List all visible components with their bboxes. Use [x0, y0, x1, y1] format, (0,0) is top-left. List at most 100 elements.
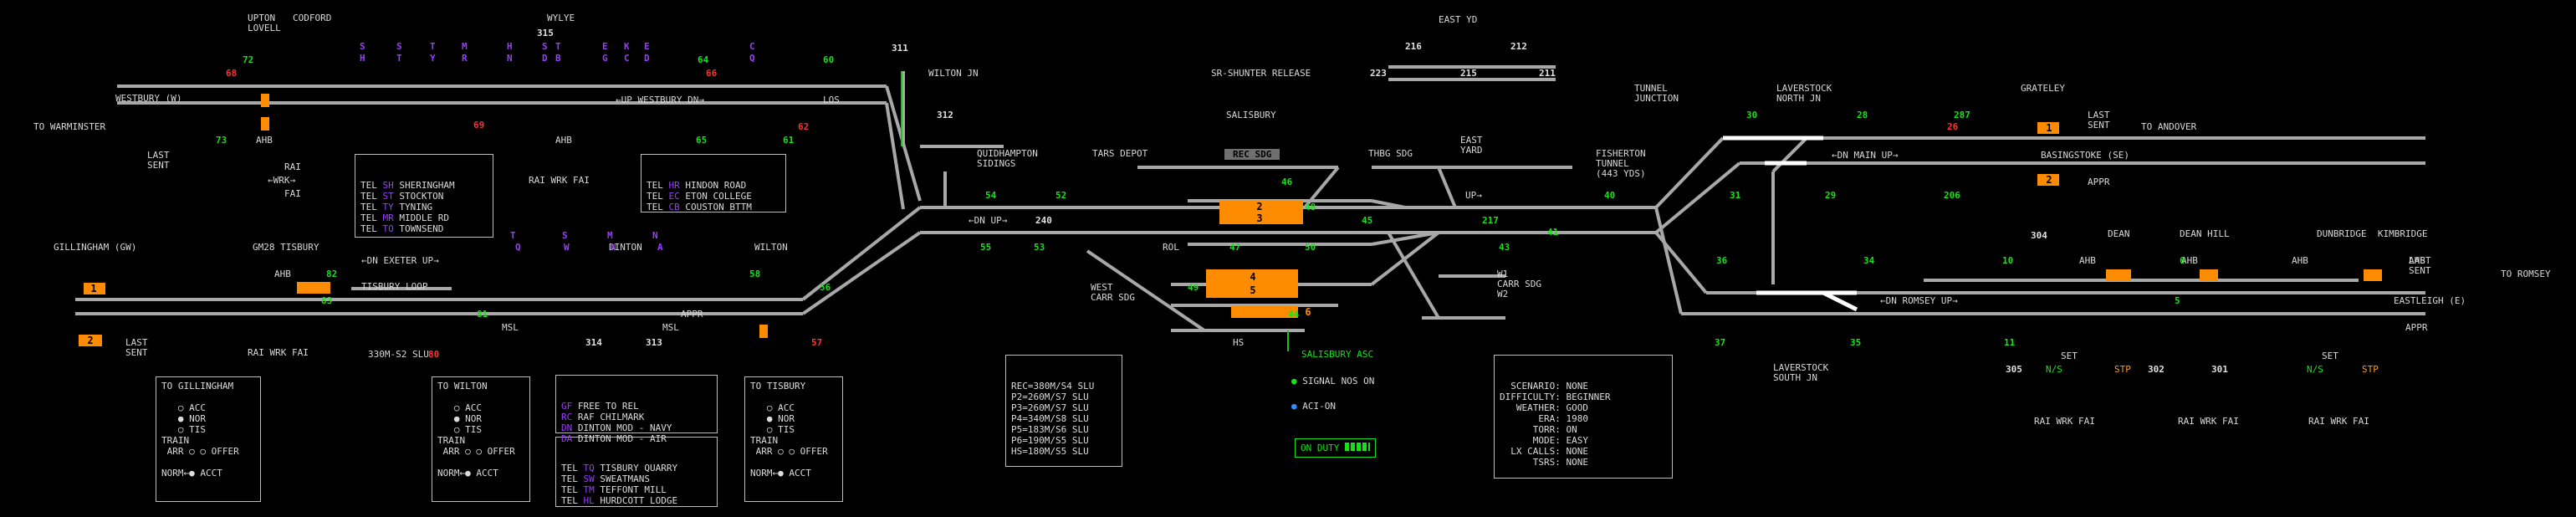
signal-28[interactable]: 28	[1857, 110, 1868, 120]
signal-73[interactable]: 73	[216, 135, 227, 146]
signal-311[interactable]: 311	[892, 43, 908, 54]
tel-row[interactable]: GF FREE TO REL	[561, 401, 712, 412]
tel-row[interactable]: TEL ST STOCKTON	[360, 191, 488, 202]
tel-row[interactable]: TEL MR MIDDLE RD	[360, 212, 488, 223]
signal-211[interactable]: 211	[1539, 68, 1556, 79]
tel-row[interactable]: DN DINTON MOD - NAVY	[561, 422, 712, 433]
lever-bottom-4[interactable]: M	[607, 230, 613, 241]
signal-68[interactable]: 68	[226, 68, 238, 79]
block-tis[interactable]: ○ TIS	[161, 424, 206, 435]
signal-314[interactable]: 314	[585, 337, 602, 348]
signal-301[interactable]: 301	[2211, 364, 2228, 375]
signal-10[interactable]: 10	[2002, 255, 2014, 266]
tel-row[interactable]: TEL SH SHERINGHAM	[360, 180, 488, 191]
ns-label-1[interactable]: N/S	[2046, 364, 2062, 375]
signal-72[interactable]: 72	[243, 54, 254, 65]
stp-label-2[interactable]: STP	[2362, 364, 2379, 375]
signal-81[interactable]: 81	[477, 309, 488, 320]
signal-82[interactable]: 82	[326, 269, 338, 279]
signal-41[interactable]: 41	[1547, 227, 1559, 238]
tel-row[interactable]: TEL HL HURDCOTT LODGE	[561, 495, 712, 506]
lever-top-10[interactable]: C	[749, 41, 755, 52]
signal-29[interactable]: 29	[1825, 190, 1837, 201]
signal-302[interactable]: 302	[2148, 364, 2165, 375]
signal-83[interactable]: 83	[321, 295, 333, 306]
block-nor[interactable]: ● NOR	[750, 413, 795, 424]
block-acc[interactable]: ○ ACC	[437, 402, 482, 413]
lever-bottom-3[interactable]: W	[564, 242, 570, 253]
signal-212[interactable]: 212	[1510, 41, 1527, 52]
lever-bottom-0[interactable]: T	[510, 230, 516, 241]
signal-216[interactable]: 216	[1405, 41, 1422, 52]
lever-top2-2[interactable]: Y	[430, 53, 436, 64]
tel-row[interactable]: RC RAF CHILMARK	[561, 412, 712, 422]
block-arr-offer[interactable]: ARR ○ ○ OFFER	[161, 446, 239, 457]
tel-row[interactable]: DA DINTON MOD - AIR	[561, 433, 712, 444]
lever-top2-3[interactable]: R	[462, 53, 468, 64]
signal-31[interactable]: 31	[1730, 190, 1741, 201]
ns-label-2[interactable]: N/S	[2307, 364, 2323, 375]
signal-6[interactable]: 6	[2180, 255, 2185, 266]
signal-313[interactable]: 313	[646, 337, 662, 348]
signal-215[interactable]: 215	[1460, 68, 1477, 79]
signal-69[interactable]: 69	[473, 120, 485, 131]
block-norm-acct[interactable]: NORM←● ACCT	[437, 468, 498, 479]
stp-label-1[interactable]: STP	[2114, 364, 2131, 375]
lever-top2-10[interactable]: Q	[749, 53, 755, 64]
signal-206[interactable]: 206	[1944, 190, 1960, 201]
tel-row[interactable]: TEL TY TYNING	[360, 202, 488, 212]
signal-315[interactable]: 315	[537, 28, 554, 38]
signal-35[interactable]: 35	[1850, 337, 1862, 348]
signal-217[interactable]: 217	[1482, 215, 1499, 226]
lever-bottom-2[interactable]: S	[562, 230, 568, 241]
signal-312[interactable]: 312	[937, 110, 953, 120]
lever-top-6[interactable]: T	[555, 41, 561, 52]
tel-row[interactable]: TEL TQ TISBURY QUARRY	[561, 463, 712, 473]
signal-11[interactable]: 11	[2004, 337, 2016, 348]
signal-50[interactable]: 50	[1305, 242, 1316, 253]
signal-36[interactable]: 36	[1716, 255, 1728, 266]
tel-row[interactable]: TEL TM TEFFONT MILL	[561, 484, 712, 495]
lever-top2-8[interactable]: C	[624, 53, 630, 64]
signal-43[interactable]: 43	[1499, 242, 1510, 253]
signal-47[interactable]: 47	[1229, 242, 1241, 253]
lever-top2-9[interactable]: D	[644, 53, 650, 64]
signal-60[interactable]: 60	[823, 54, 835, 65]
signal-48[interactable]: 48	[1305, 202, 1316, 212]
lever-top-1[interactable]: S	[396, 41, 402, 52]
signal-5[interactable]: 5	[2175, 295, 2180, 306]
block-train[interactable]: TRAIN	[161, 435, 190, 446]
signal-45[interactable]: 45	[1362, 215, 1373, 226]
lever-top2-4[interactable]: N	[507, 53, 513, 64]
block-nor[interactable]: ● NOR	[161, 413, 206, 424]
tel-row[interactable]: TEL HR HINDON ROAD	[647, 180, 780, 191]
signal-66[interactable]: 66	[706, 68, 718, 79]
signal-37[interactable]: 37	[1715, 337, 1726, 348]
signal-55[interactable]: 55	[980, 242, 992, 253]
lever-bottom-1[interactable]: Q	[515, 242, 521, 253]
tel-row[interactable]: TEL TO TOWNSEND	[360, 223, 488, 234]
signal-56[interactable]: 56	[820, 282, 831, 293]
block-tis[interactable]: ○ TIS	[437, 424, 482, 435]
on-duty-indicator[interactable]: ON DUTY	[1295, 438, 1376, 458]
signal-52[interactable]: 52	[1055, 190, 1067, 201]
tel-row[interactable]: TEL SW SWEATMANS	[561, 473, 712, 484]
block-arr-offer[interactable]: ARR ○ ○ OFFER	[437, 446, 515, 457]
lever-top2-6[interactable]: B	[555, 53, 561, 64]
signal-53[interactable]: 53	[1034, 242, 1045, 253]
signal-305[interactable]: 305	[2006, 364, 2022, 375]
lever-top-3[interactable]: M	[462, 41, 468, 52]
lever-top-5[interactable]: S	[542, 41, 548, 52]
signal-61[interactable]: 61	[783, 135, 795, 146]
signal-46[interactable]: 46	[1281, 177, 1293, 187]
signal-304[interactable]: 304	[2031, 230, 2047, 241]
lever-bottom-5[interactable]: N	[611, 242, 616, 253]
legend-aci-on[interactable]: ● ACI-ON	[1291, 401, 1336, 412]
signal-80[interactable]: 80	[428, 349, 440, 360]
lever-top-8[interactable]: K	[624, 41, 630, 52]
block-norm-acct[interactable]: NORM←● ACCT	[750, 468, 811, 479]
signal-54[interactable]: 54	[985, 190, 997, 201]
legend-signal-nos-on[interactable]: ● SIGNAL NOS ON	[1291, 376, 1375, 386]
block-acc[interactable]: ○ ACC	[750, 402, 795, 413]
lever-top-9[interactable]: E	[644, 41, 650, 52]
